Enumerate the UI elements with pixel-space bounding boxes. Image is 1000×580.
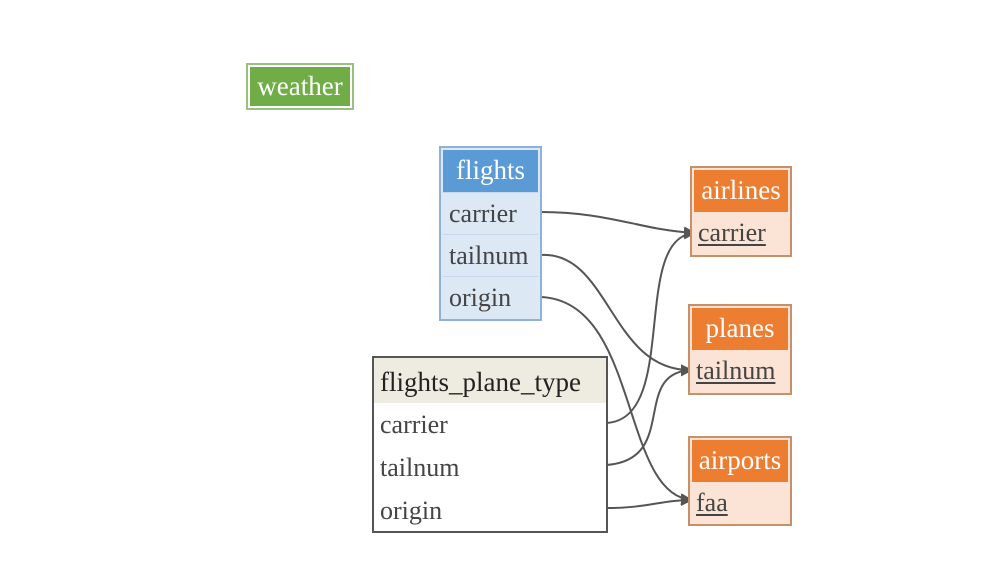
edge-flights-origin-airports bbox=[539, 296, 693, 506]
table-airlines[interactable]: airlines carrier bbox=[690, 166, 792, 257]
table-flights[interactable]: flights carrier tailnum origin bbox=[439, 146, 542, 321]
table-weather-title: weather bbox=[250, 67, 350, 106]
table-flights-plane-type-title: flights_plane_type bbox=[374, 358, 606, 403]
planes-key-tailnum: tailnum bbox=[696, 356, 776, 385]
airports-key-faa: faa bbox=[696, 488, 728, 517]
table-airlines-title: airlines bbox=[694, 170, 788, 212]
fpt-column-carrier: carrier bbox=[380, 410, 448, 439]
edge-flights-carrier-airlines bbox=[539, 211, 696, 239]
airlines-key-carrier: carrier bbox=[698, 218, 766, 247]
table-airports[interactable]: airports faa bbox=[688, 436, 792, 526]
edge-flights-tailnum-planes bbox=[539, 253, 693, 377]
table-planes[interactable]: planes tailnum bbox=[688, 304, 792, 395]
fpt-column-origin: origin bbox=[380, 496, 443, 525]
table-weather[interactable]: weather bbox=[246, 63, 354, 110]
table-airports-title: airports bbox=[692, 440, 788, 482]
fpt-column-tailnum: tailnum bbox=[380, 453, 460, 482]
flights-column-carrier: carrier bbox=[443, 192, 538, 234]
flights-column-tailnum: tailnum bbox=[443, 234, 538, 276]
edge-fpt-tailnum-planes bbox=[605, 364, 693, 466]
flights-column-origin: origin bbox=[443, 276, 538, 318]
table-flights-title: flights bbox=[443, 150, 538, 192]
table-flights-plane-type[interactable]: flights_plane_type carrier tailnum origi… bbox=[372, 356, 608, 533]
edge-fpt-carrier-airlines bbox=[605, 227, 696, 424]
table-planes-title: planes bbox=[692, 308, 788, 350]
edge-fpt-origin-airports bbox=[605, 494, 693, 509]
